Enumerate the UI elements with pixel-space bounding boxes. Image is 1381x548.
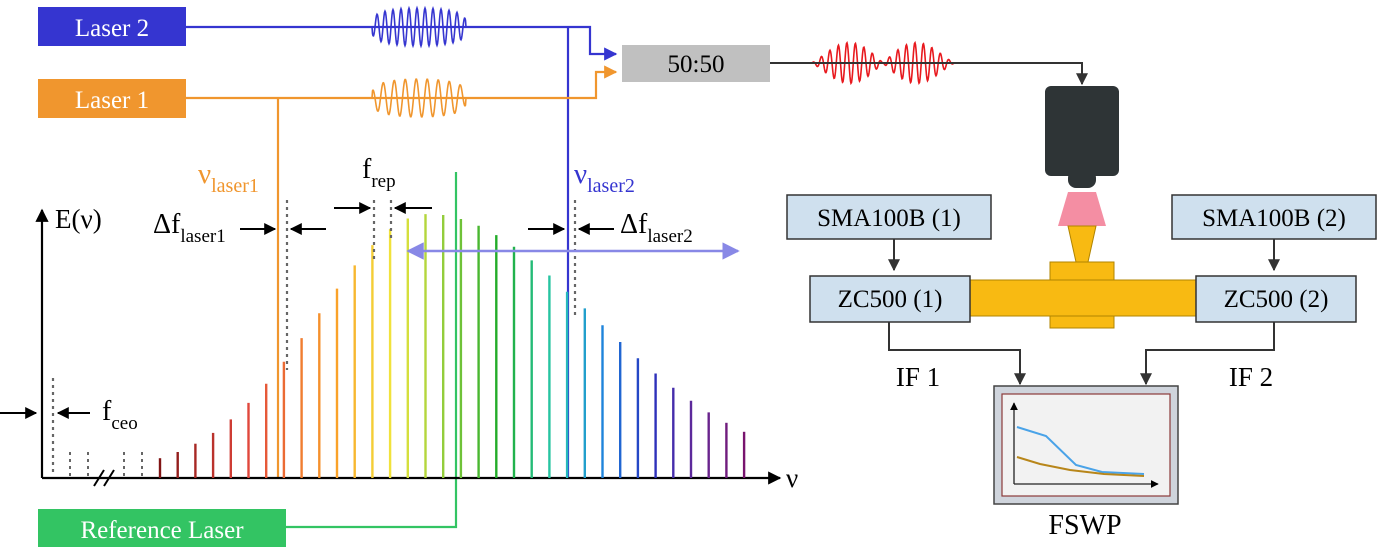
nu-laser2-label: νlaser2 (574, 158, 635, 197)
spectrum-axes (35, 208, 782, 487)
rf-splitter-icon (969, 225, 1197, 329)
laser2-label: Laser 2 (75, 15, 149, 42)
reference-laser-label: Reference Laser (80, 517, 244, 544)
sma100b-2-label: SMA100B (2) (1202, 205, 1346, 232)
fceo-label: fceo (102, 396, 138, 434)
comb-teeth (158, 214, 746, 478)
laser1-pulse-icon (371, 78, 467, 118)
laser2-fiber (186, 25, 618, 478)
sma100b-1-box: SMA100B (1) (786, 194, 992, 240)
laser1-fiber (186, 65, 618, 478)
sma100b-2-box: SMA100B (2) (1171, 194, 1377, 240)
laser2-box: Laser 2 (38, 7, 186, 46)
fswp-label: FSWP (1048, 510, 1121, 541)
sma100b-1-label: SMA100B (1) (817, 205, 961, 232)
energy-axis-label: E(ν) (55, 204, 102, 234)
coupler-label: 50:50 (668, 51, 725, 78)
laser1-label: Laser 1 (75, 87, 149, 114)
if1-label: IF 1 (896, 362, 940, 392)
frequency-axis-label: ν (786, 463, 798, 493)
wave-path (371, 5, 467, 49)
laser2-pulse-icon (371, 5, 467, 49)
fswp-analyzer-icon (993, 385, 1179, 505)
nu-laser1-label: νlaser1 (198, 158, 259, 197)
frep-label: frep (362, 154, 396, 192)
zc500-1-box: ZC500 (1) (809, 275, 971, 323)
zc500-2-label: ZC500 (2) (1224, 286, 1329, 313)
reference-fiber (286, 172, 458, 529)
coupler-box: 50:50 (622, 45, 770, 82)
delta-f-laser2-label: Δflaser2 (620, 209, 693, 247)
wave-path (371, 78, 467, 118)
reference-laser-box: Reference Laser (38, 509, 286, 547)
delta-f-laser1-label: Δflaser1 (153, 209, 226, 247)
photodetector-icon (1045, 86, 1119, 226)
zc500-1-label: ZC500 (1) (838, 286, 943, 313)
zc500-2-box: ZC500 (2) (1195, 275, 1357, 323)
laser1-box: Laser 1 (38, 79, 186, 118)
if2-label: IF 2 (1229, 362, 1273, 392)
coupler-output-fiber (770, 62, 1088, 86)
rf-connectors (888, 239, 1280, 386)
comb-low-dotted-teeth (69, 452, 143, 476)
